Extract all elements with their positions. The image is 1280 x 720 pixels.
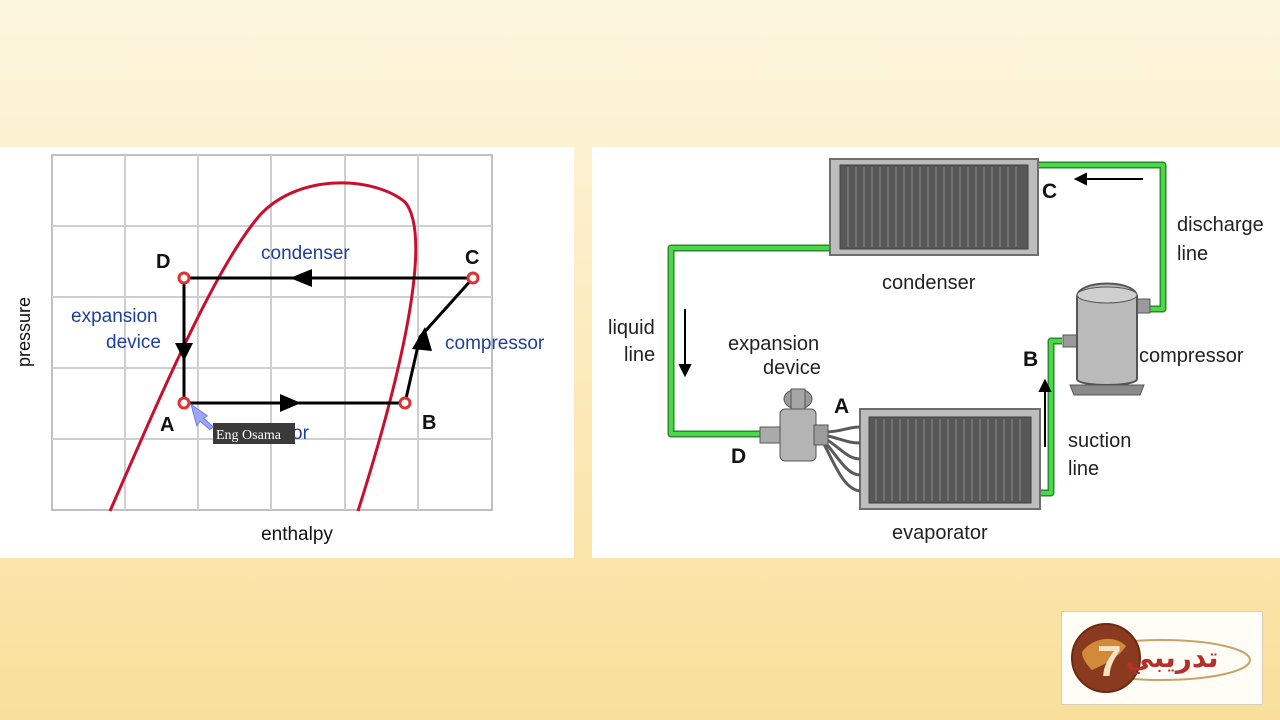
pressure-enthalpy-diagram: D C A B condenser expansion device compr… (0, 147, 574, 558)
logo-graphic: 7 تدريبي (1071, 623, 1251, 693)
point-d-label: D (731, 445, 746, 468)
point-c-label: C (1042, 180, 1057, 203)
point-d-marker (177, 271, 191, 285)
point-b-label: B (1023, 348, 1038, 371)
point-d-label: D (156, 251, 170, 273)
discharge-line-label-line2: line (1177, 243, 1208, 265)
liquid-line-label-line1: liquid (608, 317, 655, 339)
refrigeration-system-schematic: C B A D condenser evaporator compressor … (592, 147, 1280, 558)
point-a-marker (177, 396, 191, 410)
watermark-text: Eng Osama (216, 428, 282, 443)
condenser-label: condenser (882, 272, 976, 294)
channel-logo: 7 تدريبي (1061, 611, 1263, 705)
discharge-line-label-line1: discharge (1177, 214, 1264, 236)
expansion-valve (759, 388, 829, 462)
expansion-device-label-line1: expansion (728, 333, 819, 355)
logo-text: تدريبي (1125, 641, 1218, 674)
evaporator-process-label: or (292, 423, 310, 444)
evaporator-arrow (280, 394, 301, 412)
compressor-unit (1062, 282, 1151, 396)
suction-line-label-line1: suction (1068, 430, 1131, 452)
evaporator-unit (822, 408, 1041, 510)
expansion-device-label-line2: device (763, 357, 821, 379)
evaporator-label: evaporator (892, 522, 988, 544)
ph-chart: D C A B condenser expansion device compr… (14, 154, 545, 545)
saturation-dome (108, 181, 418, 512)
point-c-label: C (465, 247, 479, 269)
expansion-label-line2: device (106, 332, 161, 353)
point-c-marker (466, 271, 480, 285)
point-a-label: A (160, 414, 174, 436)
watermark-background (213, 423, 295, 444)
y-axis-label: pressure (14, 297, 34, 367)
x-axis-label: enthalpy (261, 524, 333, 545)
compressor-label: compressor (1139, 345, 1244, 367)
compressor-arrow (412, 327, 432, 351)
expansion-arrow (175, 343, 193, 361)
logo-number-icon: 7 (1097, 637, 1121, 686)
compressor-process-label: compressor (445, 333, 545, 354)
point-b-marker (398, 396, 412, 410)
liquid-line-label-line2: line (624, 344, 655, 366)
point-a-label: A (834, 395, 849, 418)
suction-line-label-line2: line (1068, 458, 1099, 480)
condenser-unit (829, 158, 1039, 256)
mouse-cursor-icon (190, 403, 215, 431)
system-drawing: C B A D condenser evaporator compressor … (608, 158, 1264, 544)
expansion-label-line1: expansion (71, 306, 158, 327)
point-b-label: B (422, 412, 436, 434)
condenser-arrow (290, 269, 312, 287)
condenser-process-label: condenser (261, 243, 350, 264)
